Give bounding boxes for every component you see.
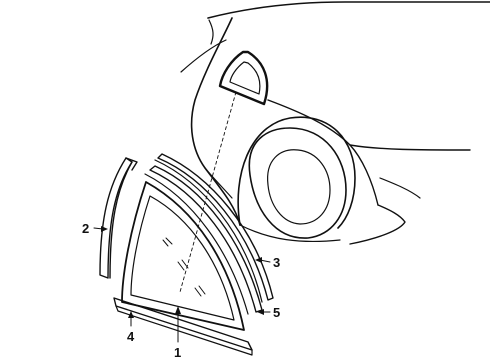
callout-5-label: 5 bbox=[273, 305, 280, 320]
callout-2-label: 2 bbox=[82, 221, 89, 236]
part-3-outer-moulding bbox=[154, 153, 274, 303]
callout-3-label: 3 bbox=[273, 255, 280, 270]
part-1-quarter-glass bbox=[121, 181, 245, 331]
vehicle-rear-quarter bbox=[180, 1, 490, 245]
callout-4-label: 4 bbox=[127, 329, 135, 344]
callout-leaders bbox=[93, 226, 271, 343]
callout-1-label: 1 bbox=[174, 345, 181, 360]
part-4-lower-weatherstrip bbox=[113, 297, 253, 356]
part-2-front-weatherstrip bbox=[99, 157, 138, 279]
